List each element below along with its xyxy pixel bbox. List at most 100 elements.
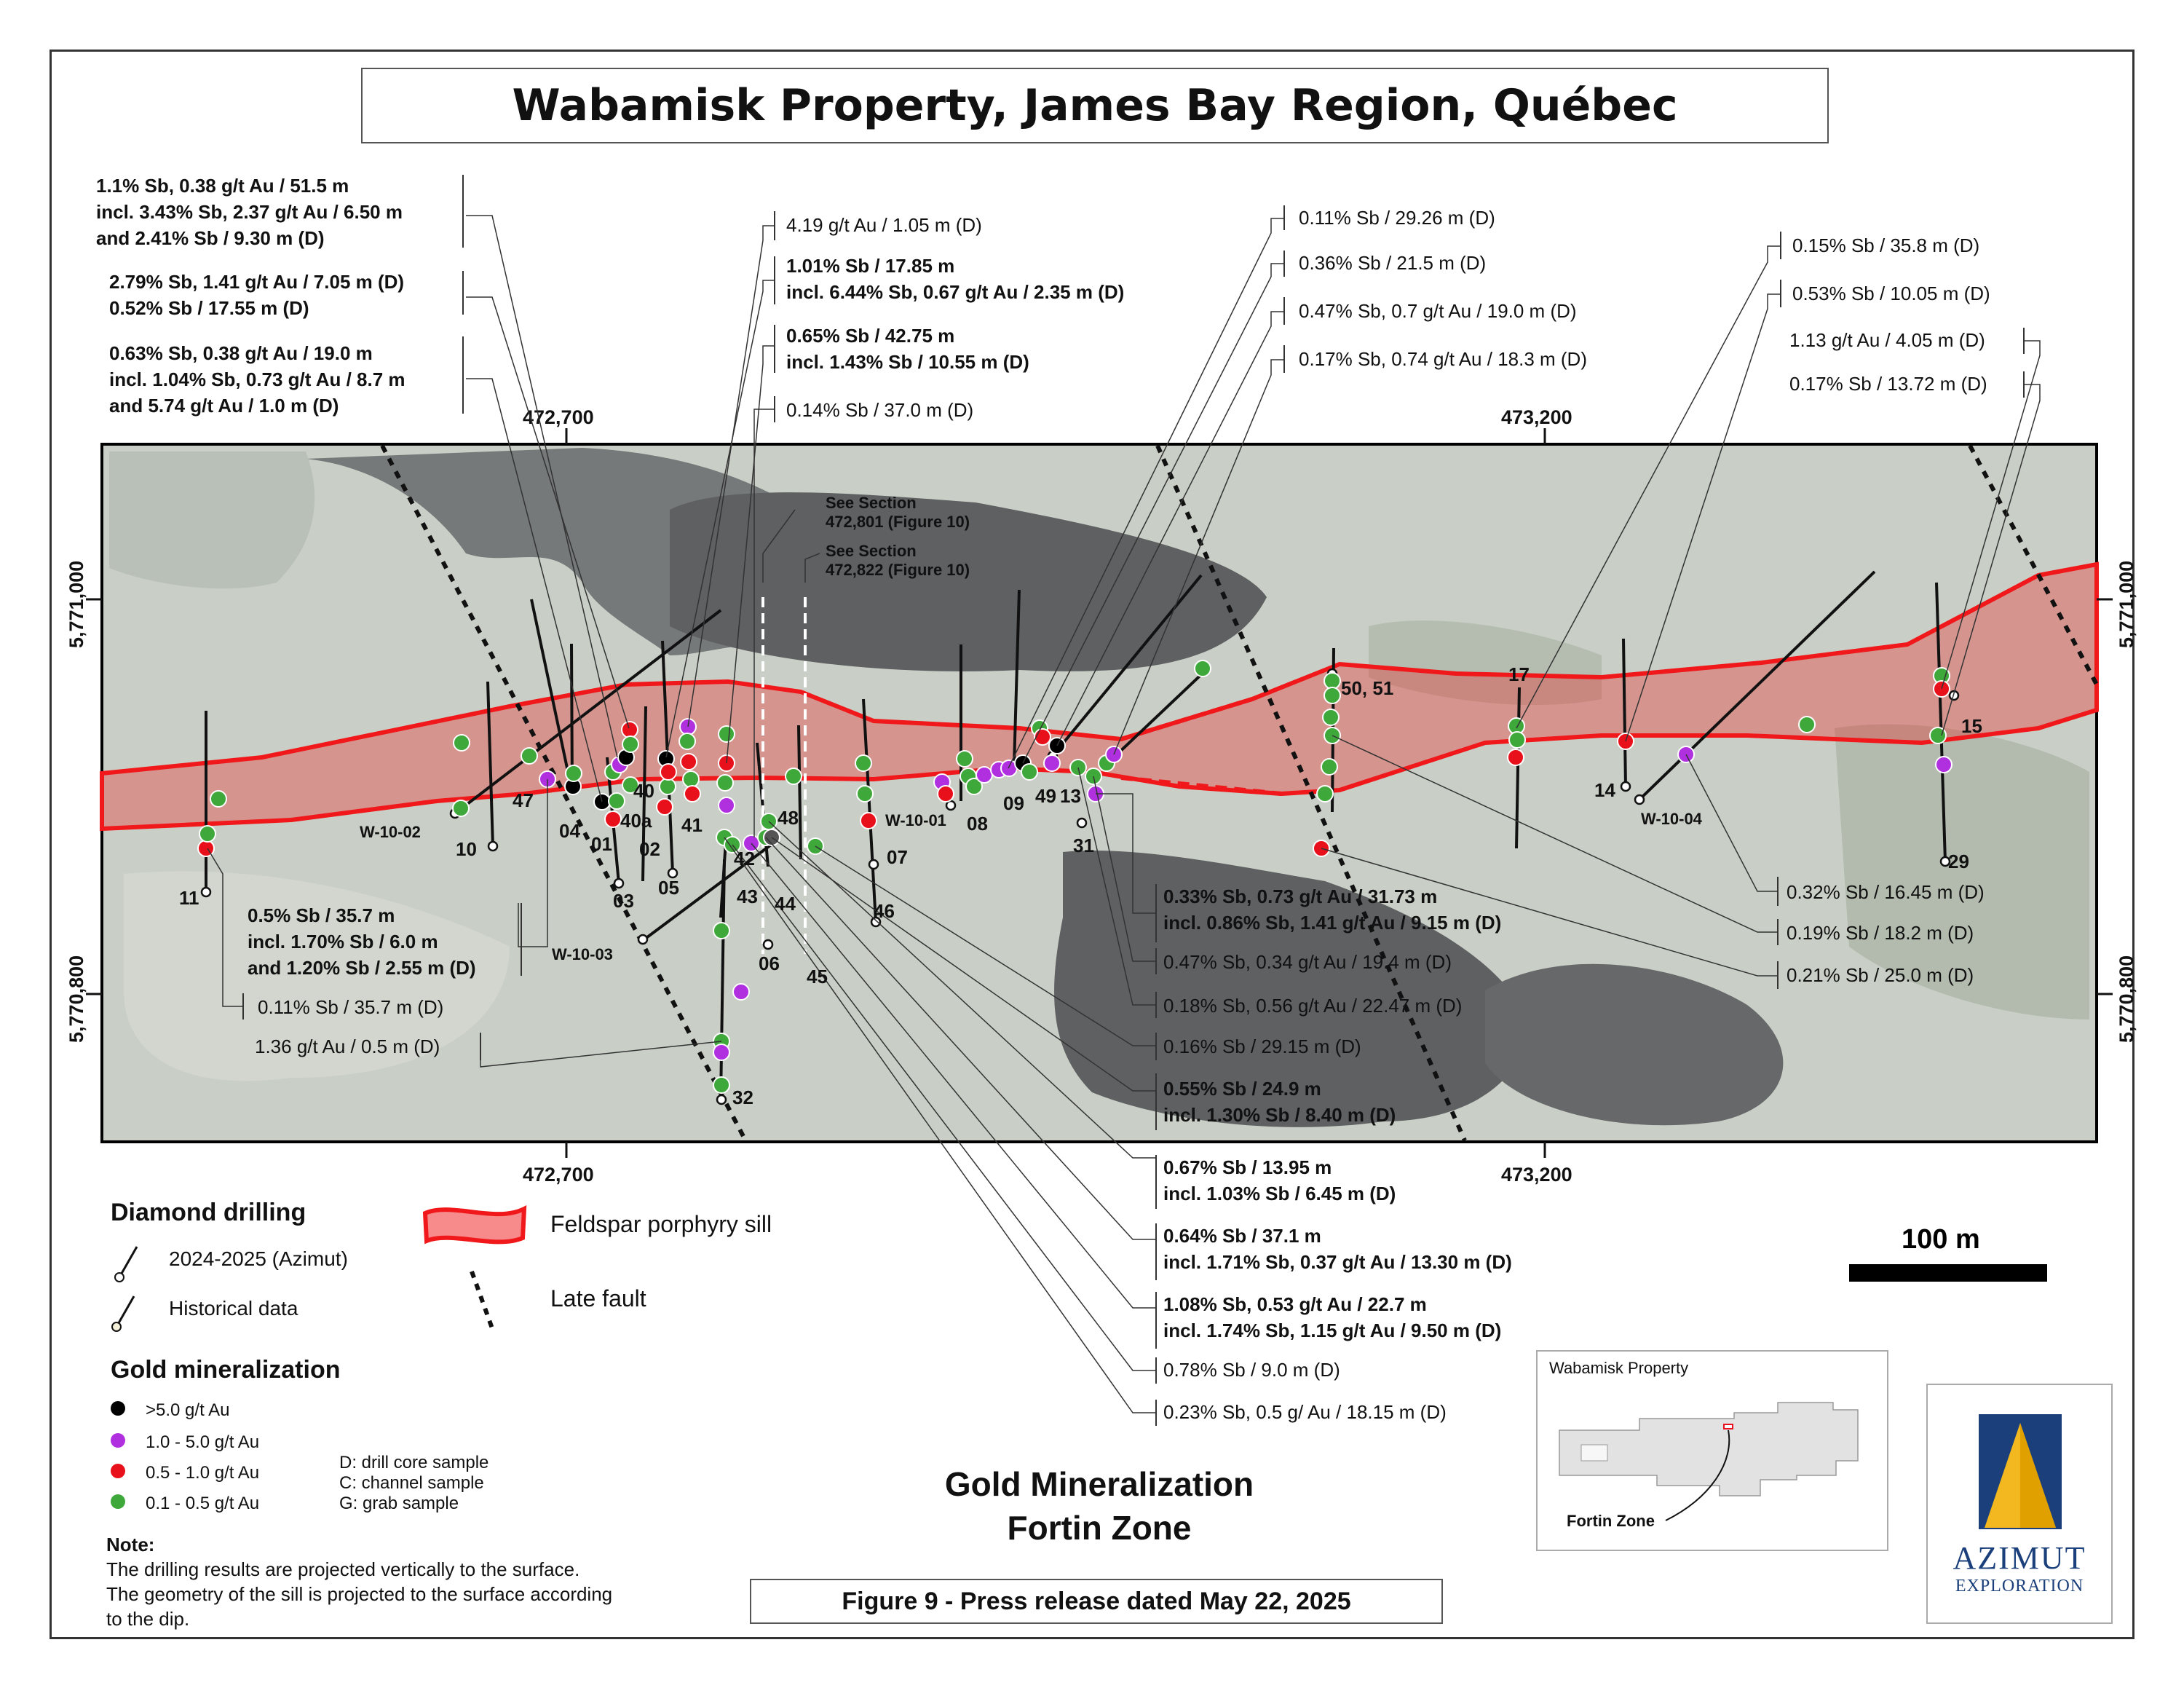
logo-sub: EXPLORATION [1955, 1577, 2084, 1596]
callout-b10: 0.23% Sb, 0.5 g/ Au / 18.15 m (D) [1163, 1401, 1447, 1423]
section-label-1-line1: See Section [826, 494, 917, 512]
hole-17: 17 [1508, 663, 1530, 685]
callout-ll3: 1.36 g/t Au / 0.5 m (D) [255, 1036, 440, 1057]
callout-hole-40-line3: and 2.41% Sb / 9.30 m (D) [96, 227, 325, 249]
hole-08: 08 [967, 813, 988, 835]
hole-w1002: W-10-02 [360, 823, 421, 841]
callout-b6-line1: 0.67% Sb / 13.95 m [1163, 1156, 1332, 1178]
hole-42: 42 [734, 848, 755, 869]
hole-49: 49 [1035, 785, 1056, 807]
callout-b5-line1: 0.55% Sb / 24.9 m [1163, 1078, 1321, 1100]
map-frame [50, 50, 2134, 1639]
callout-left2-line2: 0.52% Sb / 17.55 m (D) [109, 297, 309, 319]
callout-mid4: 0.14% Sb / 37.0 m (D) [786, 399, 973, 421]
callout-left2-line1: 2.79% Sb, 1.41 g/t Au / 7.05 m (D) [109, 271, 404, 293]
legend-sill: Feldspar porphyry sill [550, 1211, 772, 1237]
hole-44: 44 [775, 893, 796, 915]
hole-09: 09 [1003, 792, 1024, 814]
note: Note: The drilling results are projected… [106, 1532, 732, 1631]
callout-b3: 0.18% Sb, 0.56 g/t Au / 22.47 m (D) [1163, 995, 1462, 1017]
late-faults [380, 444, 2099, 1142]
scale-label: 100 m [1902, 1224, 1980, 1255]
hole-03: 03 [613, 890, 634, 912]
callout-mid1: 4.19 g/t Au / 1.05 m (D) [786, 214, 982, 236]
hole-13: 13 [1060, 785, 1081, 807]
legend-gold-heading: Gold mineralization [111, 1356, 340, 1384]
hole-labels: 11 10 W-10-02 47 04 01 40 40a 03 02 41 0… [179, 663, 1982, 1108]
subtitle-line1: Gold Mineralization [944, 1465, 1254, 1503]
hole-15: 15 [1961, 715, 1982, 737]
azimut-logo: AZIMUT EXPLORATION [1926, 1384, 2113, 1624]
callout-b5-line2: incl. 1.30% Sb / 8.40 m (D) [1163, 1104, 1396, 1126]
location-inset: Wabamisk Property Fortin Zone [1536, 1350, 1888, 1551]
callout-rr1: 0.32% Sb / 16.45 m (D) [1787, 881, 1985, 903]
note-line3: to the dip. [106, 1608, 190, 1630]
legend-fault: Late fault [550, 1285, 646, 1312]
callout-left3-line3: and 5.74 g/t Au / 1.0 m (D) [109, 395, 339, 417]
section-label-1-line2: 472,801 (Figure 10) [826, 513, 970, 531]
note-line1: The drilling results are projected verti… [106, 1558, 580, 1580]
hole-31: 31 [1073, 835, 1094, 856]
inset-map [1559, 1402, 1859, 1521]
legend-azimut: 2024-2025 (Azimut) [169, 1247, 348, 1270]
hole-43: 43 [737, 886, 758, 907]
callout-left3-line2: incl. 1.04% Sb, 0.73 g/t Au / 8.7 m [109, 368, 405, 390]
hole-02: 02 [639, 838, 660, 860]
inset-label: Fortin Zone [1567, 1512, 1655, 1530]
hole-50-51: 50, 51 [1341, 677, 1393, 699]
legend-c: C: channel sample [339, 1473, 484, 1493]
callout-ll2: 0.11% Sb / 35.7 m (D) [258, 996, 443, 1018]
callout-fr4: 0.17% Sb / 13.72 m (D) [1789, 373, 1987, 395]
hole-48: 48 [778, 807, 799, 829]
coord-y-left-1: 5,771,000 [66, 561, 87, 648]
legend-drilling-heading: Diamond drilling [111, 1199, 306, 1226]
hole-05: 05 [658, 877, 679, 899]
callout-mid3-line2: incl. 1.43% Sb / 10.55 m (D) [786, 351, 1029, 373]
legend-g: G: grab sample [339, 1494, 459, 1513]
callout-b1-line1: 0.33% Sb, 0.73 g/t Au / 31.73 m [1163, 886, 1437, 907]
feldspar-sill [100, 561, 2099, 832]
hole-04: 04 [559, 820, 580, 842]
callout-r4: 0.17% Sb, 0.74 g/t Au / 18.3 m (D) [1299, 348, 1587, 370]
callout-b1-line2: incl. 0.86% Sb, 1.41 g/t Au / 9.15 m (D) [1163, 912, 1501, 934]
section-label-2-line1: See Section [826, 542, 917, 560]
subtitle-line2: Fortin Zone [1007, 1509, 1192, 1547]
hole-32: 32 [732, 1086, 753, 1108]
callout-rr3: 0.21% Sb / 25.0 m (D) [1787, 964, 1974, 986]
hole-47: 47 [513, 789, 534, 811]
callout-b7-line1: 0.64% Sb / 37.1 m [1163, 1225, 1321, 1247]
aerial-map [100, 443, 2098, 1143]
coord-x-top-2: 473,200 [1501, 406, 1572, 428]
callout-b8-line2: incl. 1.74% Sb, 1.15 g/t Au / 9.50 m (D) [1163, 1320, 1501, 1341]
legend-g2: 1.0 - 5.0 g/t Au [146, 1432, 259, 1452]
callout-r2: 0.36% Sb / 21.5 m (D) [1299, 252, 1486, 274]
scale-bar [1849, 1264, 2047, 1282]
hole-w1001: W-10-01 [885, 811, 946, 829]
callout-hole-40-line1: 1.1% Sb, 0.38 g/t Au / 51.5 m [96, 175, 349, 197]
hole-14: 14 [1594, 779, 1615, 801]
callout-r1: 0.11% Sb / 29.26 m (D) [1299, 207, 1495, 229]
callout-b4: 0.16% Sb / 29.15 m (D) [1163, 1036, 1361, 1057]
callout-mid2-line1: 1.01% Sb / 17.85 m [786, 255, 954, 277]
callout-fr1: 0.15% Sb / 35.8 m (D) [1792, 234, 1979, 256]
hole-10: 10 [456, 838, 477, 860]
callout-brackets [242, 175, 2025, 1426]
hole-46: 46 [874, 900, 895, 922]
coord-x-top-1: 472,700 [523, 406, 594, 428]
callout-ll1-line2: incl. 1.70% Sb / 6.0 m [248, 931, 438, 953]
figure-caption: Figure 9 - Press release dated May 22, 2… [750, 1579, 1443, 1624]
callout-ll1-line3: and 1.20% Sb / 2.55 m (D) [248, 957, 476, 979]
callout-b8-line1: 1.08% Sb, 0.53 g/t Au / 22.7 m [1163, 1293, 1427, 1315]
inset-title: Wabamisk Property [1549, 1359, 1689, 1377]
coord-x-bottom-2: 473,200 [1501, 1164, 1572, 1186]
logo-mark [1979, 1414, 2062, 1529]
callout-left3-line1: 0.63% Sb, 0.38 g/t Au / 19.0 m [109, 342, 373, 364]
callout-b6-line2: incl. 1.03% Sb / 6.45 m (D) [1163, 1183, 1396, 1204]
legend-g3: 0.5 - 1.0 g/t Au [146, 1463, 259, 1483]
callout-fr2: 0.53% Sb / 10.05 m (D) [1792, 283, 1990, 304]
hole-11: 11 [179, 887, 199, 909]
grid-ticks [86, 428, 2113, 1158]
callout-fr3: 1.13 g/t Au / 4.05 m (D) [1789, 329, 1985, 351]
callout-b7-line2: incl. 1.71% Sb, 0.37 g/t Au / 13.30 m (D… [1163, 1251, 1512, 1273]
hole-41: 41 [681, 814, 703, 836]
